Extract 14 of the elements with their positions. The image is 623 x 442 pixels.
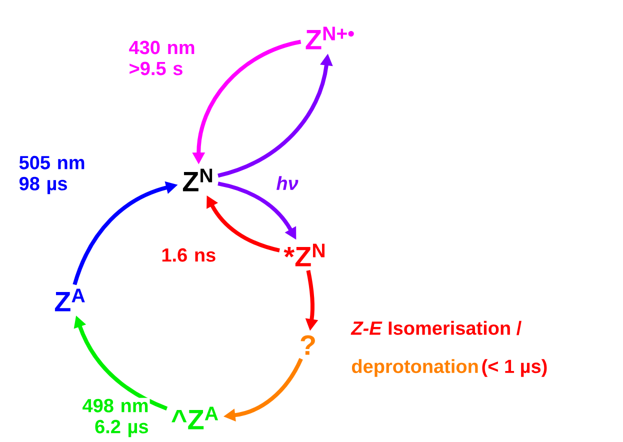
edge-label: hν (276, 176, 298, 190)
state-symbol: ^Z$^{A}$ (172, 406, 218, 430)
state-symbol: *Z$^{N}$ (284, 244, 324, 266)
edge-label: 1.6 ns (162, 248, 216, 262)
state-symbol: Z$^{N}$ (182, 168, 212, 192)
state-symbol: Z$^{A}$ (54, 288, 85, 312)
note-label: Z-E Isomerisation / (350, 320, 522, 336)
edge-label: 505 nm 98 µs (19, 156, 84, 194)
state-symbol: ? (300, 335, 315, 355)
edge-label: 498 nm 6.2 µs (82, 398, 148, 438)
state-symbol: Z$^{N+•}$ (306, 26, 354, 50)
note-label: (< 1 µs) (482, 359, 547, 377)
edge-label: 430 nm >9.5 s (129, 40, 194, 76)
note-label: deprotonation (352, 359, 478, 377)
